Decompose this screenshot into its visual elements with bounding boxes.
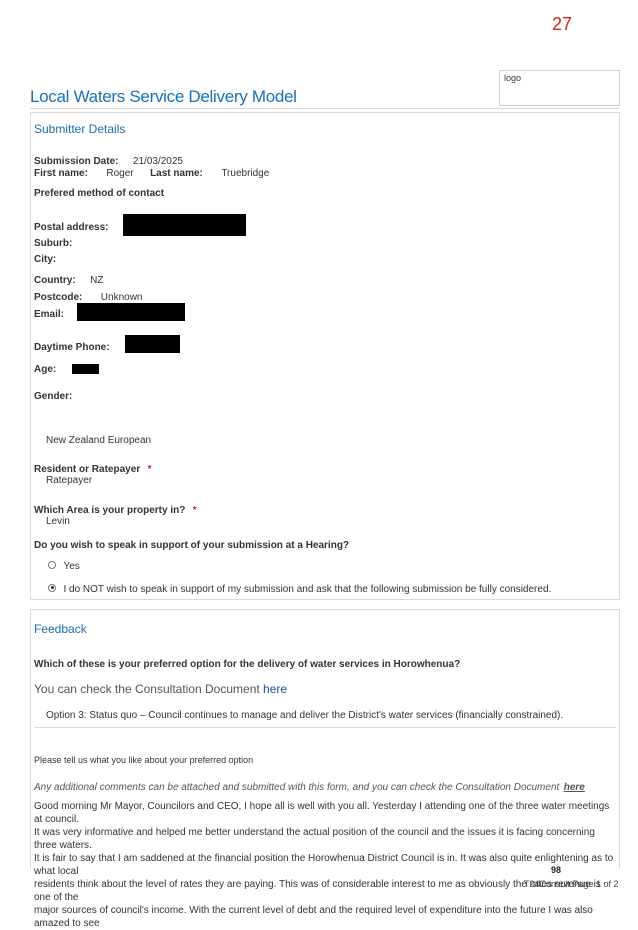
- submission-date-value: 21/03/2025: [132, 156, 183, 167]
- comment-body: Good morning Mr Mayor, Councilors and CE…: [34, 800, 614, 930]
- hearing-option-yes[interactable]: Yes: [48, 556, 80, 574]
- footer-text: T24Consult Page 1 of 2: [524, 879, 619, 889]
- page-title: Local Waters Service Delivery Model: [30, 87, 297, 106]
- hearing-question: Do you wish to speak in support of your …: [34, 540, 350, 551]
- hearing-yes-label: Yes: [63, 561, 80, 572]
- age-label: Age:: [34, 364, 57, 375]
- radio-checked-icon[interactable]: [48, 583, 56, 592]
- postcode-value: Unknown: [100, 292, 143, 303]
- submitter-section-title: Submitter Details: [34, 122, 126, 136]
- redacted-postal-address: [123, 214, 246, 236]
- consult-link[interactable]: here: [263, 682, 288, 696]
- hearing-no-label: I do NOT wish to speak in support of my …: [63, 584, 552, 595]
- footer-page-number: 98: [551, 865, 562, 875]
- suburb-label: Suburb:: [34, 238, 73, 249]
- option-divider: [34, 727, 616, 728]
- submission-date-label: Submission Date:: [34, 156, 119, 167]
- preferred-contact-label: Prefered method of contact: [34, 188, 165, 199]
- last-name-value: Truebridge: [221, 168, 270, 179]
- first-name-label: First name:: [34, 168, 88, 179]
- title-divider: [30, 108, 620, 109]
- redacted-email: [77, 303, 185, 321]
- area-label: Which Area is your property in?: [34, 505, 186, 516]
- ethnicity-value: New Zealand European: [46, 435, 152, 446]
- resident-label: Resident or Ratepayer: [34, 464, 141, 475]
- feedback-panel: [30, 609, 620, 869]
- city-label: City:: [34, 254, 57, 265]
- like-label: Please tell us what you like about your …: [34, 755, 254, 765]
- required-asterisk: *: [192, 505, 197, 516]
- feedback-section-title: Feedback: [34, 622, 87, 636]
- gender-label: Gender:: [34, 391, 73, 402]
- first-name-value: Roger: [106, 168, 134, 179]
- postal-address-label: Postal address:: [34, 222, 109, 233]
- last-name-label: Last name:: [150, 168, 203, 179]
- comment-line: Good morning Mr Mayor, Councilors and CE…: [34, 801, 610, 825]
- selected-option: Option 3: Status quo – Council continues…: [46, 710, 564, 721]
- country-label: Country:: [34, 275, 76, 286]
- submitter-details-panel: [30, 112, 620, 600]
- comment-line: major sources of council's income. With …: [34, 905, 593, 929]
- area-value: Levin: [46, 516, 70, 527]
- required-asterisk: *: [147, 464, 152, 475]
- additional-comments-link[interactable]: here: [563, 782, 585, 793]
- postcode-label: Postcode:: [34, 292, 83, 303]
- email-label: Email:: [34, 309, 65, 320]
- redacted-phone: [125, 335, 180, 353]
- logo-placeholder: logo: [499, 70, 620, 106]
- redacted-age: [72, 364, 99, 374]
- radio-unchecked-icon[interactable]: [48, 560, 56, 569]
- feedback-question: Which of these is your preferred option …: [34, 659, 461, 670]
- phone-label: Daytime Phone:: [34, 342, 110, 353]
- resident-value: Ratepayer: [46, 475, 93, 486]
- additional-comments-text: Any additional comments can be attached …: [34, 782, 560, 793]
- page-number: 27: [552, 14, 573, 34]
- comment-line: It was very informative and helped me be…: [34, 827, 595, 851]
- country-value: NZ: [90, 275, 104, 286]
- consult-text: You can check the Consultation Document: [34, 682, 260, 696]
- comment-line: residents think about the level of rates…: [34, 879, 601, 903]
- comment-line: It is fair to say that I am saddened at …: [34, 853, 614, 877]
- hearing-option-no[interactable]: I do NOT wish to speak in support of my …: [48, 579, 551, 597]
